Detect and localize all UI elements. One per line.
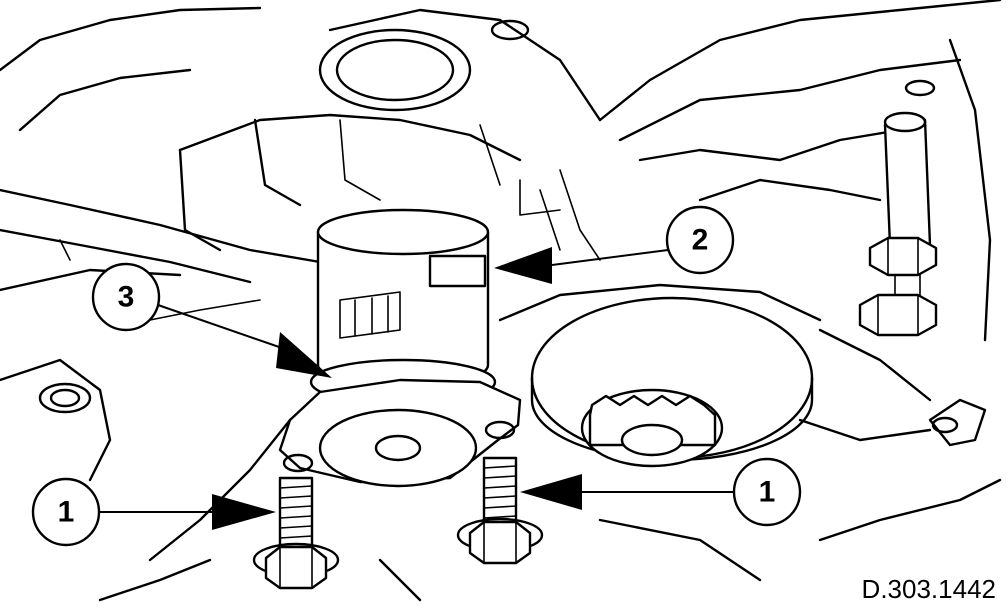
nut-upper xyxy=(868,236,938,277)
callout-1-right-pointer xyxy=(520,474,734,510)
stud xyxy=(883,111,932,247)
callout-3-pointer xyxy=(157,304,332,378)
bolt-left xyxy=(252,476,340,590)
nut-lower xyxy=(858,274,938,337)
callout-3: 3 xyxy=(91,262,161,332)
callout-1-left-pointer xyxy=(100,494,276,530)
callout-1-left: 1 xyxy=(31,477,101,547)
svg-text:3: 3 xyxy=(118,281,135,314)
pump-pulley xyxy=(498,283,822,468)
callout-1-right: 1 xyxy=(732,457,802,527)
tool xyxy=(309,208,497,406)
svg-text:1: 1 xyxy=(759,476,776,509)
reference-code: D.303.1442 xyxy=(862,574,996,604)
callout-2-pointer xyxy=(494,247,669,284)
bolt-right xyxy=(456,456,544,565)
svg-text:1: 1 xyxy=(58,496,75,529)
svg-text:2: 2 xyxy=(692,224,709,257)
callout-2: 2 xyxy=(665,205,735,275)
pump-flange xyxy=(278,378,522,488)
